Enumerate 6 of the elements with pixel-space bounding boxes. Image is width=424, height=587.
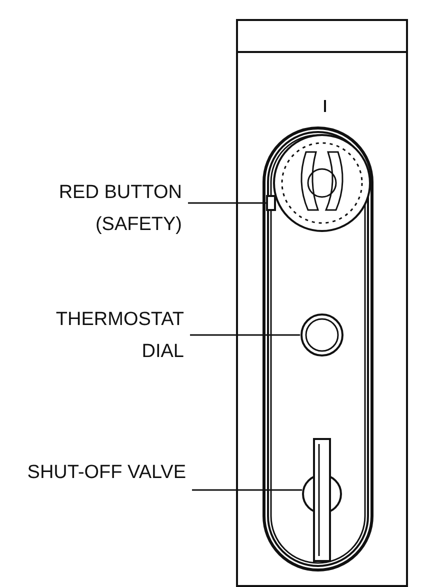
leader-line [192,489,302,491]
callout-label: RED BUTTON (SAFETY) [58,181,182,237]
callout-label: THERMOSTAT DIAL [54,308,184,364]
leader-line [190,334,300,336]
leader-line [188,202,266,204]
callout-label: SHUT-OFF VALVE [26,461,186,485]
